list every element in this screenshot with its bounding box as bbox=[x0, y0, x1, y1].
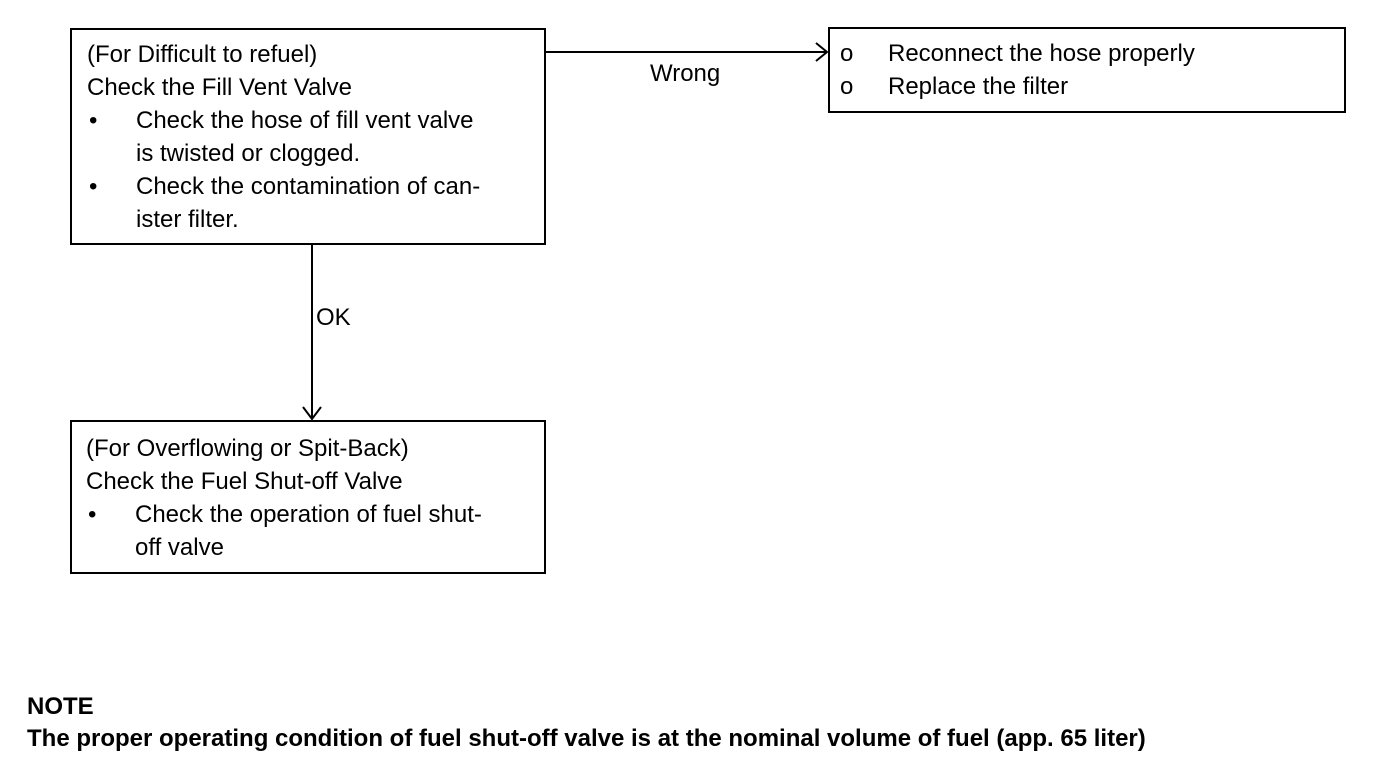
list-item: o Reconnect the hose properly bbox=[840, 37, 1344, 70]
ok-arrow-head bbox=[302, 406, 322, 421]
wrong-edge-label: Wrong bbox=[650, 60, 721, 87]
circle-marker-icon: o bbox=[840, 40, 854, 67]
note-section: NOTE The proper operating condition of f… bbox=[27, 691, 1146, 755]
ok-edge-label: OK bbox=[316, 304, 351, 331]
shutoff-title: Check the Fuel Shut-off Valve bbox=[86, 468, 403, 495]
list-item: • Check the hose of fill vent valve is t… bbox=[87, 104, 544, 170]
fill-vent-valve-box: (For Difficult to refuel) Check the Fill… bbox=[70, 28, 546, 245]
list-item: • Check the operation of fuel shut- off … bbox=[86, 498, 544, 564]
bullet-icon: • bbox=[88, 501, 97, 528]
fill-vent-check-filter: Check the contamination of can- ister fi… bbox=[136, 173, 481, 233]
fill-vent-check-hose: Check the hose of fill vent valve is twi… bbox=[136, 107, 474, 167]
remedy-reconnect-hose: Reconnect the hose properly bbox=[888, 40, 1195, 67]
remedy-replace-filter: Replace the filter bbox=[888, 73, 1069, 100]
shutoff-condition: (For Overflowing or Spit-Back) bbox=[86, 435, 409, 462]
list-item: • Check the contamination of can- ister … bbox=[87, 170, 544, 236]
remedy-box: o Reconnect the hose properly o Replace … bbox=[828, 27, 1346, 113]
bullet-icon: • bbox=[89, 107, 98, 134]
note-text: The proper operating condition of fuel s… bbox=[27, 725, 1146, 752]
note-heading: NOTE bbox=[27, 693, 94, 720]
fill-vent-title: Check the Fill Vent Valve bbox=[87, 74, 353, 101]
fill-vent-condition: (For Difficult to refuel) bbox=[87, 41, 318, 68]
list-item: o Replace the filter bbox=[840, 70, 1344, 103]
circle-marker-icon: o bbox=[840, 73, 854, 100]
bullet-icon: • bbox=[89, 173, 98, 200]
wrong-arrow-head bbox=[815, 42, 829, 62]
fuel-shutoff-valve-box: (For Overflowing or Spit-Back) Check the… bbox=[70, 420, 546, 574]
shutoff-check-operation: Check the operation of fuel shut- off va… bbox=[135, 501, 482, 561]
